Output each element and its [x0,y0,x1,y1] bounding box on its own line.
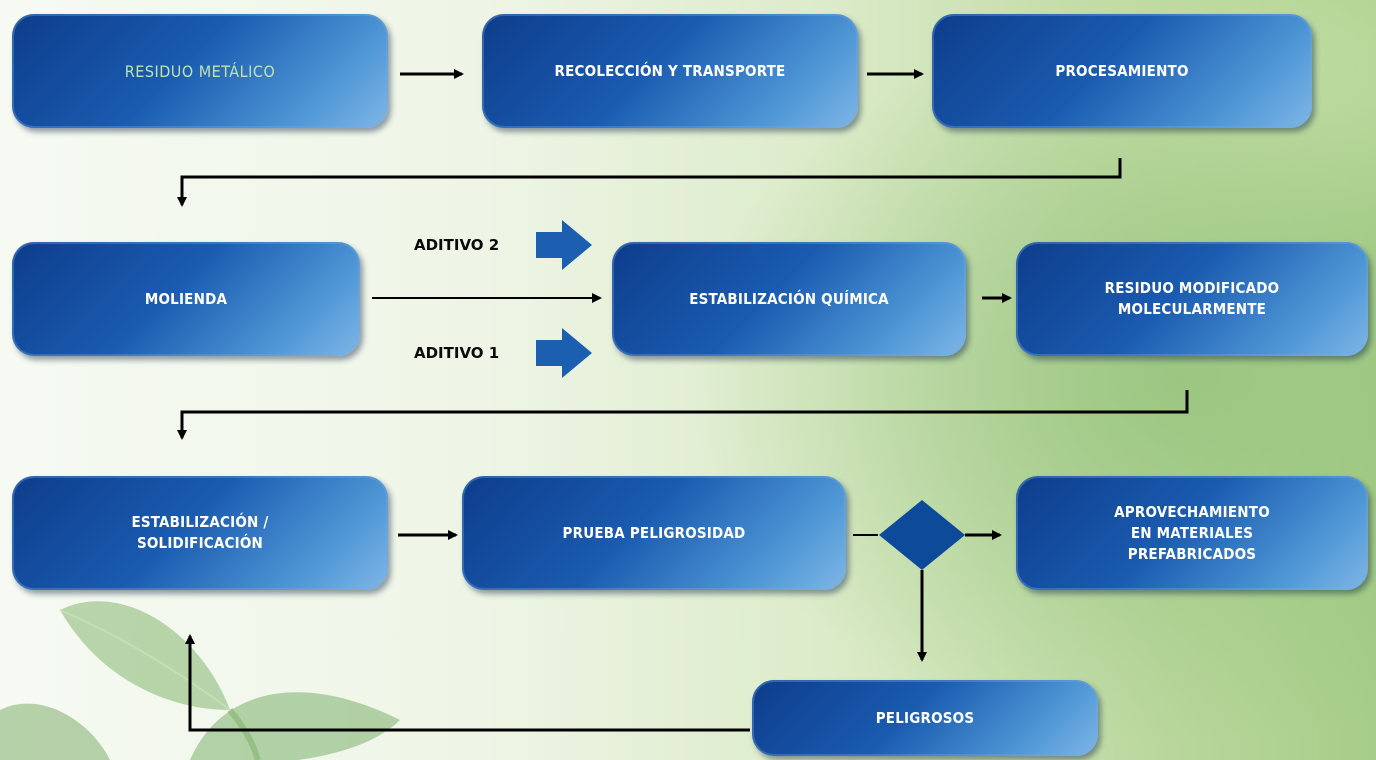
diamond-decision-icon [879,500,965,570]
node-aprovechamiento: APROVECHAMIENTO EN MATERIALES PREFABRICA… [1016,476,1368,590]
node-label: PELIGROSOS [875,708,975,727]
node-estabilizacion-solidificacion: ESTABILIZACIÓN / SOLIDIFICACIÓN [12,476,388,590]
node-prueba-peligrosidad: PRUEBA PELIGROSIDAD [462,476,846,590]
node-peligrosos: PELIGROSOS [752,680,1098,756]
node-label: APROVECHAMIENTO EN MATERIALES PREFABRICA… [1114,502,1270,563]
connector-peligrosos-estabsolid [185,634,750,732]
node-label: RESIDUO METÁLICO [124,61,276,81]
connector-residuo-estabsolid [177,390,1189,440]
node-label: RECOLECCIÓN Y TRANSPORTE [554,61,786,80]
leaf-decoration [0,601,400,760]
node-residuo-modificado: RESIDUO MODIFICADO MOLECULARMENTE [1016,242,1368,356]
block-arrow-icon [536,328,592,378]
node-molienda: MOLIENDA [12,242,360,356]
connector-procesamiento-molienda [177,158,1122,207]
label-aditivo-2: ADITIVO 2 [414,236,500,254]
block-arrow-icon [536,220,592,270]
label-aditivo-1: ADITIVO 1 [414,344,500,362]
node-label: ESTABILIZACIÓN / SOLIDIFICACIÓN [131,513,269,552]
node-label: ESTABILIZACIÓN QUÍMICA [689,289,889,308]
node-label: MOLIENDA [144,289,228,308]
node-label: RESIDUO MODIFICADO MOLECULARMENTE [1104,279,1280,318]
node-label: PRUEBA PELIGROSIDAD [562,523,746,542]
node-estabilizacion-quimica: ESTABILIZACIÓN QUÍMICA [612,242,966,356]
node-residuo-metalico: RESIDUO METÁLICO [12,14,388,128]
node-label: PROCESAMIENTO [1055,61,1189,80]
node-procesamiento: PROCESAMIENTO [932,14,1312,128]
node-recoleccion-transporte: RECOLECCIÓN Y TRANSPORTE [482,14,858,128]
